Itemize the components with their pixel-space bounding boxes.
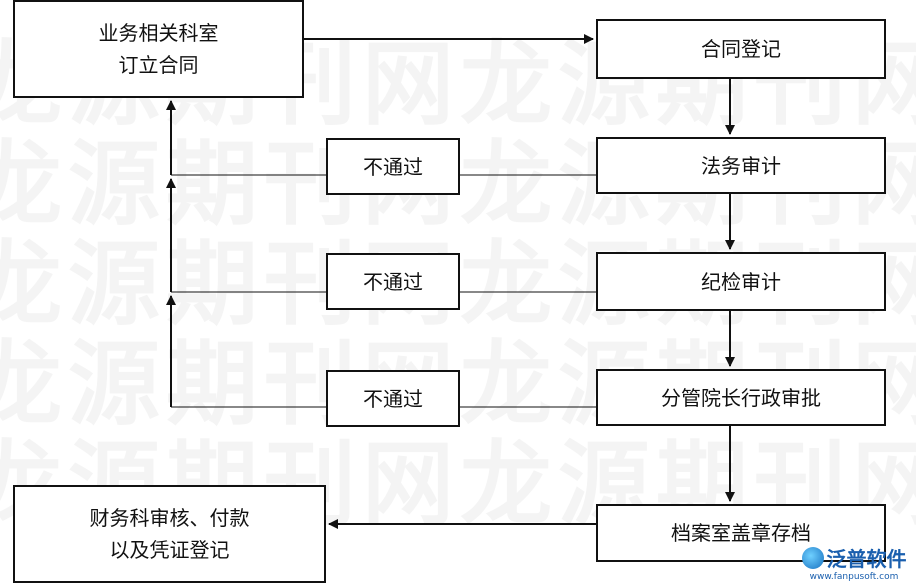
box-register-label: 合同登记 bbox=[701, 37, 781, 61]
box-discipline-label: 纪检审计 bbox=[701, 269, 781, 294]
box-reject-legal: 不通过 bbox=[326, 138, 460, 195]
logo-icon bbox=[801, 546, 824, 569]
reject-label: 不通过 bbox=[363, 386, 423, 411]
box-contract-register: 合同登记 bbox=[596, 19, 886, 79]
box-discipline-audit: 纪检审计 bbox=[596, 252, 886, 311]
box-approval-label: 分管院长行政审批 bbox=[661, 385, 821, 410]
box-finance-line2: 以及凭证登记 bbox=[109, 538, 230, 562]
box-admin-approval: 分管院长行政审批 bbox=[596, 369, 886, 426]
logo-name: 泛普软件 bbox=[826, 547, 907, 571]
box-dept-line2: 订立合同 bbox=[118, 53, 199, 77]
reject-label: 不通过 bbox=[363, 154, 423, 179]
box-dept-line1: 业务相关科室 bbox=[98, 21, 219, 45]
box-archive-label: 档案室盖章存档 bbox=[671, 521, 811, 545]
box-legal-audit: 法务审计 bbox=[596, 137, 886, 194]
box-finance-line1: 财务科审核、付款 bbox=[89, 506, 250, 530]
box-reject-discipline: 不通过 bbox=[326, 253, 460, 310]
box-legal-label: 法务审计 bbox=[701, 153, 781, 178]
brand-logo: 泛普软件 www.fanpusoft.com bbox=[798, 543, 910, 583]
box-archive-stamp: 档案室盖章存档 bbox=[596, 504, 886, 562]
box-dept-contract: 业务相关科室 订立合同 bbox=[13, 0, 304, 98]
box-reject-approval: 不通过 bbox=[326, 370, 460, 427]
reject-label: 不通过 bbox=[363, 269, 423, 294]
box-finance: 财务科审核、付款 以及凭证登记 bbox=[13, 485, 326, 583]
logo-url: www.fanpusoft.com bbox=[809, 572, 899, 582]
